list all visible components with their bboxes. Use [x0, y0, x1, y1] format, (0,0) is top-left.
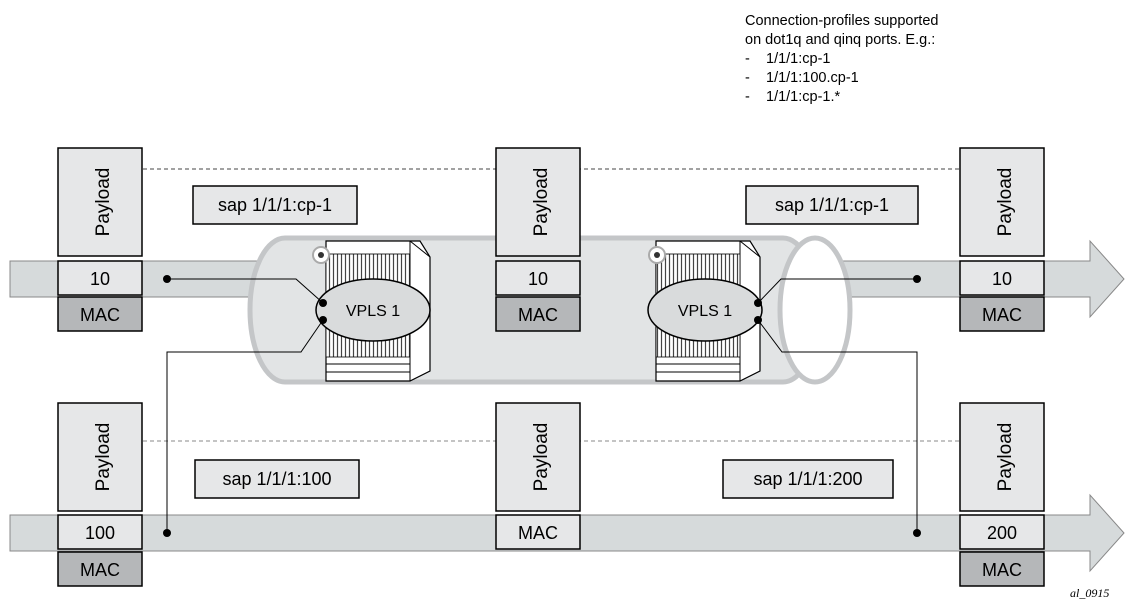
vpls-service-2: VPLS 1 [647, 278, 763, 342]
note-bullet: -1/1/1:cp-1.* [745, 88, 938, 107]
vpls-label: VPLS 1 [678, 303, 732, 320]
vpls-label: VPLS 1 [346, 303, 400, 320]
sap-text: sap 1/1/1:cp-1 [218, 195, 332, 215]
note-bullet: -1/1/1:cp-1 [745, 50, 938, 69]
payload-label: Payload [531, 168, 552, 237]
payload-label: Payload [995, 168, 1016, 237]
bullet-dash: - [745, 89, 750, 105]
frame-top-left: Payload 10 MAC [57, 147, 143, 332]
sap-label-top-right: sap 1/1/1:cp-1 [745, 185, 919, 225]
sap-text: sap 1/1/1:200 [753, 469, 862, 489]
endpoint-dot [754, 299, 762, 307]
endpoint-dot [163, 529, 171, 537]
payload-label: Payload [93, 423, 114, 492]
endpoint-dot [913, 275, 921, 283]
endpoint-dot [163, 275, 171, 283]
payload-label: Payload [995, 423, 1016, 492]
endpoint-dot [319, 299, 327, 307]
endpoint-dot [319, 316, 327, 324]
tunnel-end-marker [312, 246, 330, 264]
vlan-tag-label: 200 [987, 523, 1017, 543]
sap-label-bottom-right: sap 1/1/1:200 [722, 459, 894, 499]
mac-label: MAC [982, 305, 1022, 325]
note-bullet-text: 1/1/1:cp-1 [766, 51, 831, 67]
connection-profile-note: Connection-profiles supported on dot1q a… [745, 12, 938, 107]
vlan-tag-label: 10 [90, 269, 110, 289]
note-line-2: on dot1q and qinq ports. E.g.: [745, 32, 936, 48]
figure-credit: al_0915 [1070, 586, 1110, 600]
sap-text: sap 1/1/1:100 [222, 469, 331, 489]
note-bullet: -1/1/1:100.cp-1 [745, 69, 938, 88]
vpls-service-1: VPLS 1 [315, 278, 431, 342]
mac-label: MAC [518, 523, 558, 543]
endpoint-dot [754, 316, 762, 324]
mac-label: MAC [518, 305, 558, 325]
payload-label: Payload [93, 168, 114, 237]
payload-label: Payload [531, 423, 552, 492]
bullet-dash: - [745, 51, 750, 67]
frame-bottom-middle: Payload MAC [495, 402, 581, 550]
endpoint-dot [913, 529, 921, 537]
mac-label: MAC [80, 305, 120, 325]
tunnel-end-marker [648, 246, 666, 264]
frame-top-right: Payload 10 MAC [959, 147, 1045, 332]
vlan-tag-label: 10 [528, 269, 548, 289]
note-bullet-text: 1/1/1:100.cp-1 [766, 70, 859, 86]
note-bullet-text: 1/1/1:cp-1.* [766, 89, 841, 105]
note-line-1: Connection-profiles supported [745, 13, 939, 29]
sap-text: sap 1/1/1:cp-1 [775, 195, 889, 215]
sap-label-bottom-left: sap 1/1/1:100 [194, 459, 360, 499]
mac-label: MAC [982, 560, 1022, 580]
vlan-tag-label: 10 [992, 269, 1012, 289]
vlan-tag-label: 100 [85, 523, 115, 543]
frame-bottom-left: Payload 100 MAC [57, 402, 143, 587]
frame-top-middle: Payload 10 MAC [495, 147, 581, 332]
sap-link-bottom-left [166, 319, 324, 533]
sap-link-top-right [757, 278, 917, 304]
sap-link-top-left [167, 278, 324, 304]
frame-bottom-right: Payload 200 MAC [959, 402, 1045, 587]
sap-link-bottom-right [757, 319, 918, 533]
sap-label-top-left: sap 1/1/1:cp-1 [192, 185, 358, 225]
mac-label: MAC [80, 560, 120, 580]
bullet-dash: - [745, 70, 750, 86]
